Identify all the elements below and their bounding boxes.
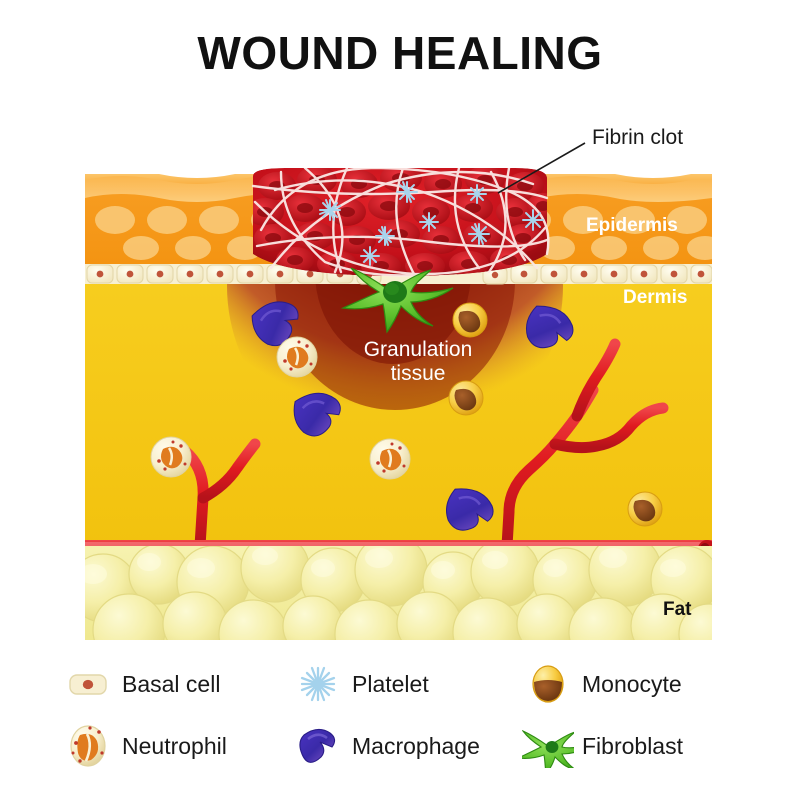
platelet-icon [522,209,544,231]
basal-cell [146,264,174,284]
neutrophil-cell [150,436,192,478]
legend-label-macrophage: Macrophage [352,732,480,759]
monocyte-cell [452,302,488,338]
basal-cell-icon [60,658,116,710]
basal-cell [86,264,114,284]
legend-label-platelet: Platelet [352,670,429,697]
legend-row-1: Basal cell Platelet [60,655,750,713]
region-label-granulation-tissue: Granulation tissue [323,338,513,386]
immune-cells [150,301,663,531]
legend-item-platelet[interactable]: Platelet [290,655,520,713]
neutrophil-icon [60,720,116,772]
platelets [319,181,544,266]
neutrophil-cell [276,336,318,378]
monocyte-cell [627,491,663,527]
macrophage-cell [251,301,299,347]
basal-cell [510,264,538,284]
wound-healing-diagram: Epidermis Dermis Fat Granulation tissue [85,168,712,640]
basal-cell [116,264,144,284]
legend-item-neutrophil[interactable]: Neutrophil [60,717,290,775]
legend-row-2: Neutrophil Macrophage [60,717,750,775]
granulation-label-line-2: tissue [390,362,446,386]
platelet-icon [360,246,380,266]
layer-label-epidermis: Epidermis [586,215,678,236]
monocyte-cell [448,380,484,416]
basal-cell [206,264,234,284]
basal-cell [236,264,264,284]
capillary-right-branch-2 [571,338,621,422]
macrophage-icon [290,720,346,772]
platelet-icon [375,226,395,246]
macrophage-cell [293,392,341,437]
platelet-icon [319,199,341,221]
legend: Basal cell Platelet [60,655,750,780]
platelet-icon [290,658,346,710]
monocyte-icon [520,658,576,710]
fibrin-mesh [251,168,550,278]
legend-label-basal-cell: Basal cell [122,670,221,697]
basal-cell [690,264,712,284]
basal-cell [660,264,688,284]
legend-item-fibroblast[interactable]: Fibroblast [520,717,750,775]
macrophage-cell [446,488,494,531]
fibrin-clot [251,168,550,278]
legend-label-monocyte: Monocyte [582,670,682,697]
legend-item-basal-cell[interactable]: Basal cell [60,655,290,713]
legend-label-neutrophil: Neutrophil [122,732,227,759]
platelet-icon [396,181,418,203]
platelet-icon [419,212,439,232]
fibroblast-cell [340,267,454,334]
layer-label-fat: Fat [663,599,692,620]
callout-label-fibrin-clot: Fibrin clot [592,126,684,149]
basal-cell [570,264,598,284]
legend-item-macrophage[interactable]: Macrophage [290,717,520,775]
layer-label-dermis: Dermis [623,287,688,308]
page-title: WOUND HEALING [197,27,603,79]
capillary-left-branch [197,438,261,504]
basal-cell [600,264,628,284]
basal-cell [266,264,294,284]
granulation-label-line-1: Granulation [363,338,473,361]
legend-item-monocyte[interactable]: Monocyte [520,655,750,713]
skin-cross-section-svg [85,168,712,640]
fat-layer [85,546,712,640]
legend-label-fibroblast: Fibroblast [582,732,683,759]
platelet-icon [468,223,490,245]
basal-cell [630,264,658,284]
neutrophil-cell [369,438,411,480]
capillary-right-branch-1 [549,402,669,454]
basal-cell [540,264,568,284]
platelet-icon [467,184,487,204]
basal-cell [176,264,204,284]
fibroblast-icon [520,720,576,772]
basal-cell-row [85,264,712,285]
macrophage-cell [525,305,574,349]
